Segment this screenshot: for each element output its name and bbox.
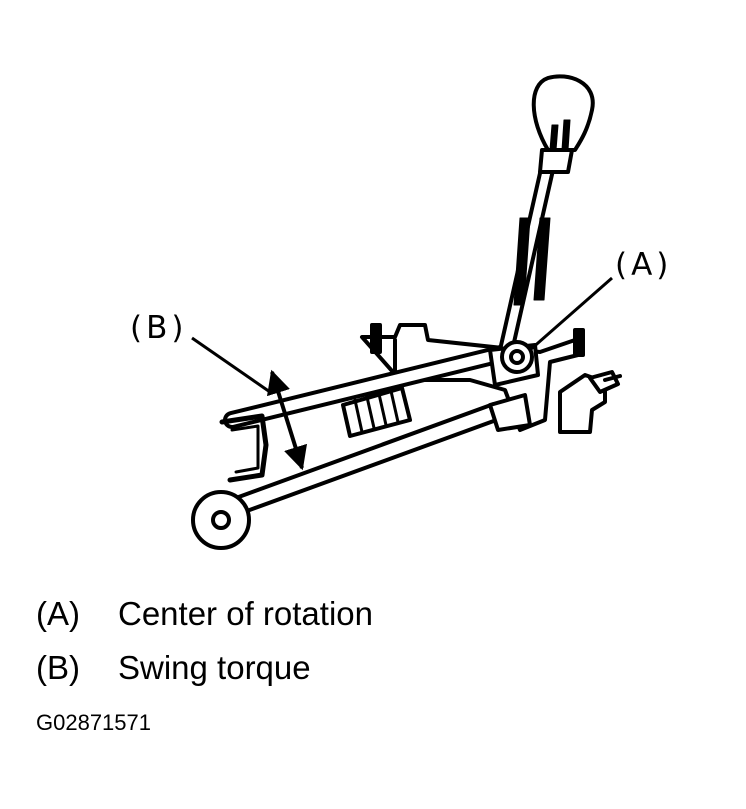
shift-knob [531, 74, 595, 152]
boot-bellows [341, 386, 412, 438]
legend-key: (B) [36, 649, 80, 686]
lower-rod [230, 393, 532, 515]
swing-double-arrow [266, 369, 308, 471]
end-eye [191, 490, 251, 550]
legend-item-a: (A) Center of rotation [36, 597, 373, 630]
callout-b-label: (B) [130, 310, 188, 346]
callout-b-leader [191, 336, 271, 394]
legend-key: (A) [36, 595, 80, 632]
figure-id: G02871571 [36, 710, 151, 735]
shift-lever [497, 148, 574, 363]
legend-text: Swing torque [118, 649, 311, 686]
right-bracket [558, 370, 622, 434]
pivot-circle [488, 340, 540, 387]
gear-shift-linkage-drawing [191, 74, 622, 550]
callout-a-leader [529, 276, 613, 352]
callout-a-label: (A) [615, 247, 673, 283]
legend-text: Center of rotation [118, 595, 373, 632]
legend-item-b: (B) Swing torque [36, 651, 311, 684]
